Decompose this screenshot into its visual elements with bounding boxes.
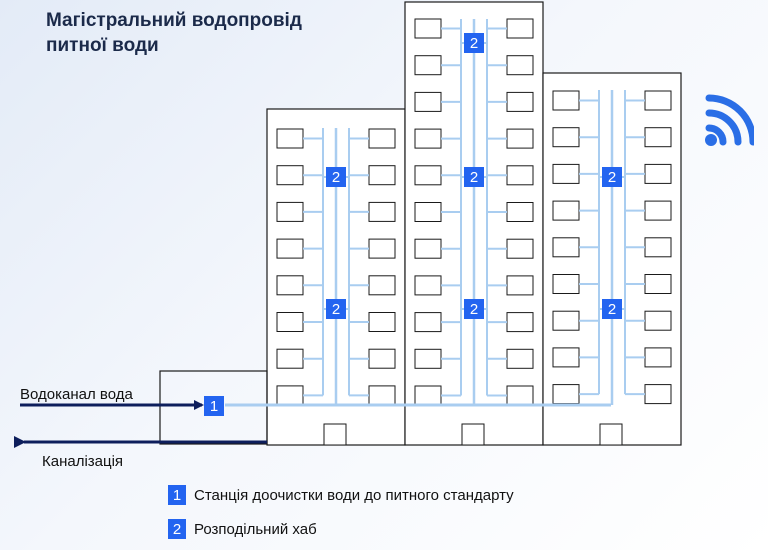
apartment-window (644, 384, 672, 405)
apartment-window (414, 91, 442, 112)
apartment-window (276, 275, 304, 296)
apartment-window (644, 347, 672, 368)
sewer-label: Каналізація (42, 453, 123, 470)
apartment-window (506, 312, 534, 333)
hub-badge-number: 2 (608, 301, 616, 318)
apartment-window (414, 275, 442, 296)
apartment-window (506, 238, 534, 259)
apartment-window (368, 385, 396, 406)
apartment-window (506, 202, 534, 222)
apartment-window (644, 274, 672, 294)
apartment-window (414, 55, 442, 76)
apartment-window (644, 310, 672, 331)
title-line-1: Магістральний водопровід (46, 10, 302, 31)
apartment-window (368, 275, 396, 296)
apartment-window (506, 55, 534, 76)
hub-badge-box (326, 299, 346, 319)
diagram-title: Магістральний водопровід питної води (46, 8, 302, 58)
apartment-window (552, 237, 580, 258)
apartment-window (644, 127, 672, 148)
legend-item-hub: 2 Розподільний хаб (168, 519, 317, 539)
hub-badge-number: 2 (608, 169, 616, 186)
apartment-window (506, 385, 534, 406)
apartment-window (276, 165, 304, 186)
hubs-layer: 2 2 2 2 2 2 2 (326, 33, 622, 319)
hub-badge-box (464, 33, 484, 53)
apartment-window (552, 90, 580, 111)
apartment-window (644, 90, 672, 111)
station-badge-box (204, 396, 224, 416)
legend-text-1: Станція доочистки води до питного станда… (194, 486, 514, 504)
hub-badge-number: 2 (332, 301, 340, 318)
apartment-window (552, 274, 580, 294)
title-line-2: питної води (46, 35, 159, 56)
apartment-window (506, 128, 534, 149)
apartment-window (368, 348, 396, 369)
apartment-window (368, 128, 396, 149)
apartment-window (276, 385, 304, 406)
apartment-window (552, 200, 580, 221)
legend-text-2: Розподільний хаб (194, 520, 317, 538)
apartment-window (414, 312, 442, 333)
hub-badge-box (464, 299, 484, 319)
apartment-window (368, 238, 396, 259)
legend-badge-2: 2 (168, 519, 186, 539)
apartment-window (644, 163, 672, 184)
pipes-layer (303, 19, 645, 405)
apartment-window (644, 200, 672, 221)
entrance-door (461, 423, 485, 446)
apartment-window (506, 18, 534, 39)
hub-badge-number: 2 (470, 169, 478, 186)
legend-badge-1: 1 (168, 485, 186, 505)
hub-badge-box (464, 167, 484, 187)
apartment-window (552, 127, 580, 148)
apartment-window (506, 348, 534, 369)
apartment-window (506, 165, 534, 186)
apartment-window (368, 201, 396, 222)
apartment-window (552, 163, 580, 184)
entrance-door (323, 423, 347, 446)
apartment-window (552, 384, 580, 405)
apartment-window (414, 238, 442, 259)
apartment-window (414, 128, 442, 149)
apartment-window (276, 238, 304, 259)
hub-badge-number: 2 (470, 301, 478, 318)
apartment-window (368, 165, 396, 186)
station-badge-number: 1 (210, 398, 218, 415)
apartment-window (414, 202, 442, 222)
apartment-window (414, 348, 442, 369)
water-in-label: Водоканал вода (20, 386, 133, 403)
apartment-window (552, 347, 580, 368)
hub-badge-box (326, 167, 346, 187)
apartment-window (506, 275, 534, 296)
apartment-window (276, 128, 304, 149)
apartment-window (414, 18, 442, 39)
entrance-door (599, 423, 623, 446)
legend-item-station: 1 Станція доочистки води до питного стан… (168, 485, 514, 505)
wifi-signal-icon (705, 94, 754, 146)
apartment-window (276, 348, 304, 369)
apartment-window (368, 312, 396, 332)
hub-badge-number: 2 (332, 169, 340, 186)
hub-badge-box (602, 299, 622, 319)
station-badge: 1 (204, 396, 224, 416)
apartment-window (276, 201, 304, 222)
windows-layer (276, 18, 672, 446)
apartment-window (552, 310, 580, 331)
apartment-window (644, 237, 672, 258)
apartment-window (506, 91, 534, 112)
station-room (159, 370, 268, 445)
hub-badge-box (602, 167, 622, 187)
hub-badge-number: 2 (470, 35, 478, 52)
apartment-window (276, 312, 304, 332)
apartment-window (414, 165, 442, 186)
apartment-window (414, 385, 442, 406)
